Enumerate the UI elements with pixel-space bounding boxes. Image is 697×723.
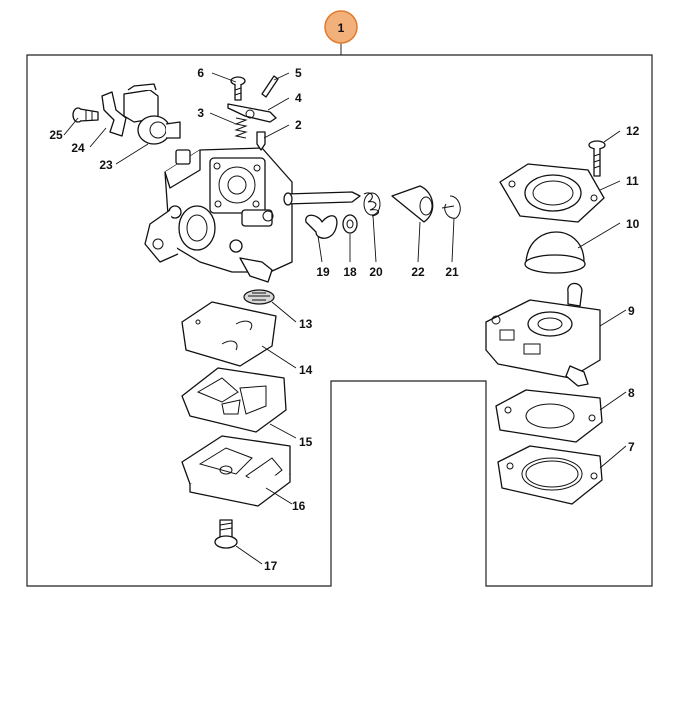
throttle-shaft (283, 191, 361, 206)
callout-21[interactable]: 21 (445, 265, 459, 279)
callout-12[interactable]: 12 (626, 124, 640, 138)
primer-bulb-10-icon (524, 231, 586, 274)
spring-20-icon (363, 192, 381, 217)
callout-10[interactable]: 10 (626, 217, 640, 231)
callout-7[interactable]: 7 (628, 440, 635, 454)
callout-15[interactable]: 15 (299, 435, 313, 449)
gasket-7-icon (497, 445, 603, 505)
screw-17-icon (214, 519, 238, 549)
callout-3[interactable]: 3 (197, 106, 204, 120)
screw-6-icon (230, 76, 246, 101)
primer-cover-11-icon (499, 163, 605, 223)
callout-22[interactable]: 22 (411, 265, 425, 279)
gasket-14-icon (181, 301, 277, 367)
cone-22-icon (391, 185, 434, 223)
link-19-icon (305, 214, 338, 239)
leader-lines (63, 72, 627, 565)
callout-6[interactable]: 6 (197, 66, 204, 80)
callout-16[interactable]: 16 (292, 499, 306, 513)
callout-17[interactable]: 17 (264, 559, 278, 573)
assembly-badge-label: 1 (338, 21, 345, 35)
callout-2[interactable]: 2 (295, 118, 302, 132)
callout-labels: 6 5 4 3 2 25 24 23 12 11 10 19 18 20 22 … (49, 66, 639, 573)
callout-18[interactable]: 18 (343, 265, 357, 279)
callout-9[interactable]: 9 (628, 304, 635, 318)
needle-2-icon (256, 131, 266, 151)
bracket-24-icon (101, 91, 127, 137)
lever-4-icon (227, 103, 277, 123)
pump-housing-9-icon (485, 282, 601, 387)
pin-5-icon (261, 75, 279, 98)
spring-3-icon (234, 117, 248, 139)
callout-25[interactable]: 25 (49, 128, 63, 142)
assembly-frame (26, 54, 653, 587)
diaphragm-15-icon (181, 367, 287, 433)
screw-25-icon (72, 107, 99, 123)
diaphragm-8-icon (495, 389, 603, 443)
bushing-18-icon (342, 214, 358, 234)
callout-11[interactable]: 11 (626, 174, 639, 188)
callout-23[interactable]: 23 (99, 158, 113, 172)
carburetor-body (144, 147, 293, 283)
screen-13-icon (243, 289, 275, 305)
callout-13[interactable]: 13 (299, 317, 313, 331)
assembly-badge[interactable]: 1 (324, 10, 358, 44)
clip-21-icon (441, 195, 461, 219)
callout-19[interactable]: 19 (316, 265, 330, 279)
callout-4[interactable]: 4 (295, 91, 302, 105)
callout-8[interactable]: 8 (628, 386, 635, 400)
callout-5[interactable]: 5 (295, 66, 302, 80)
callout-24[interactable]: 24 (71, 141, 85, 155)
solenoid-23-icon (123, 83, 181, 145)
metering-body-16-icon (181, 435, 291, 507)
callout-14[interactable]: 14 (299, 363, 313, 377)
callout-20[interactable]: 20 (369, 265, 383, 279)
screw-12-icon (588, 140, 606, 177)
